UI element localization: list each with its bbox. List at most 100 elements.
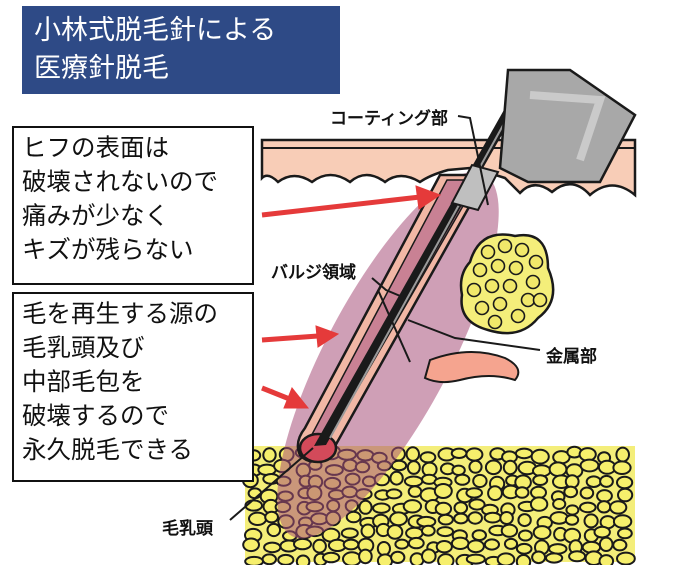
fat-cell (450, 536, 470, 550)
fat-cell (385, 488, 403, 500)
fat-cell (552, 498, 567, 510)
fat-cell (472, 473, 488, 489)
fat-cell (583, 513, 599, 529)
fat-cell (545, 552, 564, 564)
gland-cell (484, 278, 500, 294)
fat-cell (390, 459, 408, 472)
metal-leader (407, 319, 541, 351)
fat-cell (483, 538, 500, 551)
fat-cell (358, 499, 373, 515)
fat-cell (548, 543, 568, 555)
fat-cell (615, 446, 631, 463)
fat-cell (407, 485, 423, 498)
fat-cell (376, 541, 391, 557)
fat-cell (466, 539, 485, 554)
arrow-head-surface (415, 185, 442, 210)
title-line-1: 小林式脱毛針による (34, 15, 277, 46)
fat-cell (532, 474, 549, 487)
fat-cell (266, 522, 282, 538)
fat-cell (433, 483, 453, 499)
fat-cell (242, 537, 261, 553)
arrow-to-follicle (261, 385, 293, 403)
fat-cell (548, 461, 568, 478)
fat-cell (503, 537, 519, 550)
fat-cell (389, 470, 404, 486)
title-box: 小林式脱毛針による 医療針脱毛 (22, 6, 340, 94)
note-top-line-2: 破壊されないので (22, 167, 218, 196)
fat-cell (342, 538, 360, 551)
fat-cell (435, 540, 453, 554)
fat-cell (450, 447, 468, 459)
fat-cell (612, 514, 633, 529)
fat-cell (563, 485, 579, 499)
gland-cell (490, 258, 506, 274)
label-coating: コーティング部 (330, 109, 448, 129)
gland-cell (487, 314, 503, 330)
gland-cell (480, 244, 496, 260)
fat-cell (515, 554, 532, 565)
arrow-to-surface (261, 194, 421, 218)
fat-cell (487, 485, 503, 502)
fat-cell (530, 448, 550, 465)
note-surface-not-damaged: ヒフの表面は 破壊されないので 痛みが少なく キズが残らない (12, 126, 254, 285)
fat-cell (437, 553, 455, 565)
subcutaneous-fat-layer (242, 444, 636, 565)
fat-cell (531, 550, 547, 565)
fat-cell (322, 551, 341, 564)
fat-cell (376, 553, 394, 565)
arrow-to-papilla-region (261, 333, 319, 343)
fat-cell (612, 460, 632, 476)
fat-cell (598, 536, 614, 552)
fat-cell (609, 500, 628, 515)
fat-cell (451, 464, 466, 476)
note-bottom-line-1: 毛を再生する源の (22, 299, 218, 328)
gland-cell (474, 300, 490, 316)
fat-cell (403, 475, 424, 488)
fat-cell (244, 555, 264, 565)
label-papilla: 毛乳頭 (162, 519, 213, 539)
fat-cell (565, 504, 580, 516)
fat-cell (514, 486, 530, 499)
fat-cell (596, 489, 613, 503)
bulge-leader-2 (377, 289, 411, 363)
sebaceous-gland (459, 233, 555, 335)
fat-cell (295, 554, 311, 565)
gland-cell (492, 296, 508, 312)
arrow-head-follicle (283, 387, 310, 409)
fat-cell (568, 550, 587, 563)
fat-cell (585, 475, 602, 489)
fat-cell (407, 536, 425, 550)
fat-cell (514, 447, 534, 460)
gland-cell (520, 292, 536, 308)
fat-cell (261, 553, 277, 565)
fat-cell (467, 511, 484, 525)
fat-cell (515, 542, 533, 555)
fat-cell (465, 487, 484, 499)
coating-leader (457, 115, 489, 206)
fat-cell (372, 502, 391, 514)
fat-cell (617, 527, 633, 540)
gland-cell (510, 308, 526, 324)
fat-cell (496, 552, 516, 565)
fat-cell (360, 523, 376, 539)
note-top-line-1: ヒフの表面は (22, 133, 169, 162)
fat-cell (532, 525, 552, 540)
label-bulge: バルジ領域 (271, 263, 356, 283)
note-top-line-3: 痛みが少なく (22, 201, 169, 230)
fat-cell (436, 526, 455, 538)
fat-cell (517, 529, 533, 542)
fat-cell (434, 501, 453, 516)
fat-cell (579, 501, 597, 514)
fat-cell (345, 510, 362, 524)
fat-cell (468, 498, 486, 511)
fat-cell (394, 538, 410, 550)
gland-cell (508, 260, 524, 276)
fat-cell (598, 554, 615, 565)
arrow-head-papilla-region (315, 325, 340, 348)
gland-cell (532, 292, 548, 308)
gland-cell (528, 254, 544, 270)
note-bottom-line-5: 永久脱毛できる (22, 435, 194, 464)
gland-cell (502, 278, 518, 294)
fat-cell (293, 537, 312, 551)
